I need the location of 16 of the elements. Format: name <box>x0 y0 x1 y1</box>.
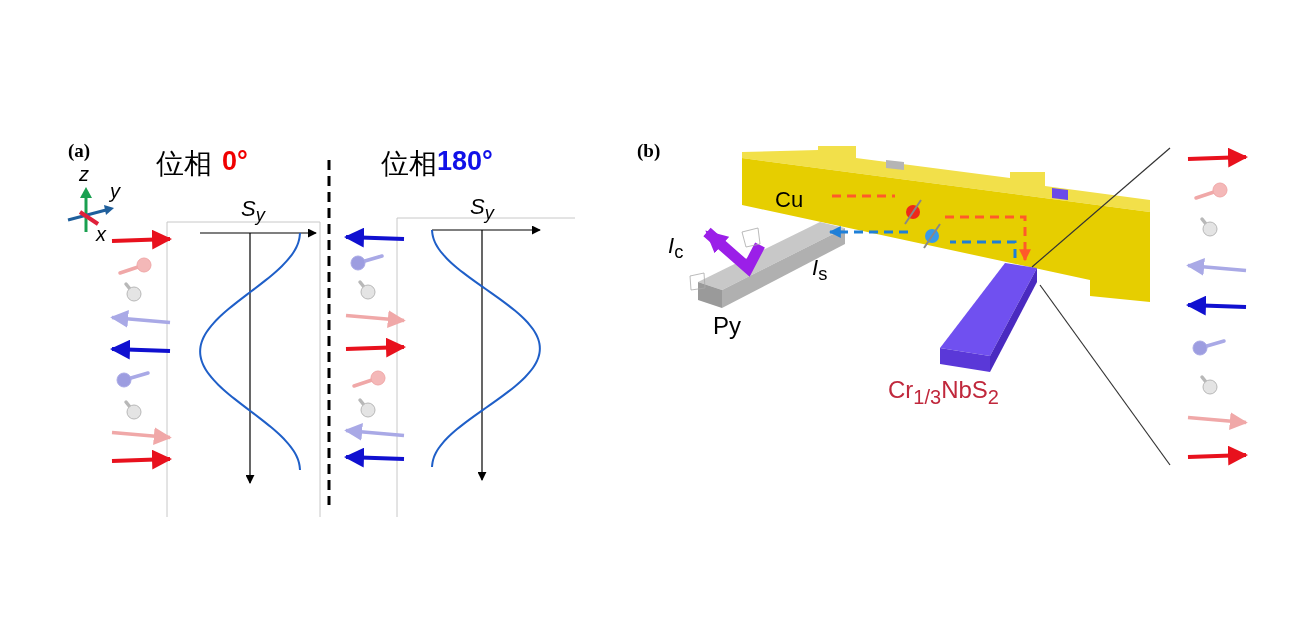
axis-label: z <box>79 163 89 186</box>
phase-label: 位相 <box>381 146 437 182</box>
phase-value: 180° <box>437 146 493 177</box>
material-label: Cr$_{1/3}$NbS$_{2}$ <box>888 376 999 409</box>
material-label: Py <box>713 312 741 340</box>
axis-label: S$_{y}$ <box>470 194 494 225</box>
axis-label: S$_{y}$ <box>241 196 265 227</box>
phase-value: 0° <box>222 146 248 177</box>
phase-label: 位相 <box>156 146 212 182</box>
axis-label: x <box>96 223 106 246</box>
current-label: I$_{c}$ <box>668 233 684 264</box>
axis-label: y <box>110 180 120 203</box>
panel-label: (b) <box>637 140 661 162</box>
current-label: I$_{s}$ <box>812 255 828 286</box>
material-label: Cu <box>775 187 804 213</box>
panel-label: (a) <box>68 140 91 162</box>
